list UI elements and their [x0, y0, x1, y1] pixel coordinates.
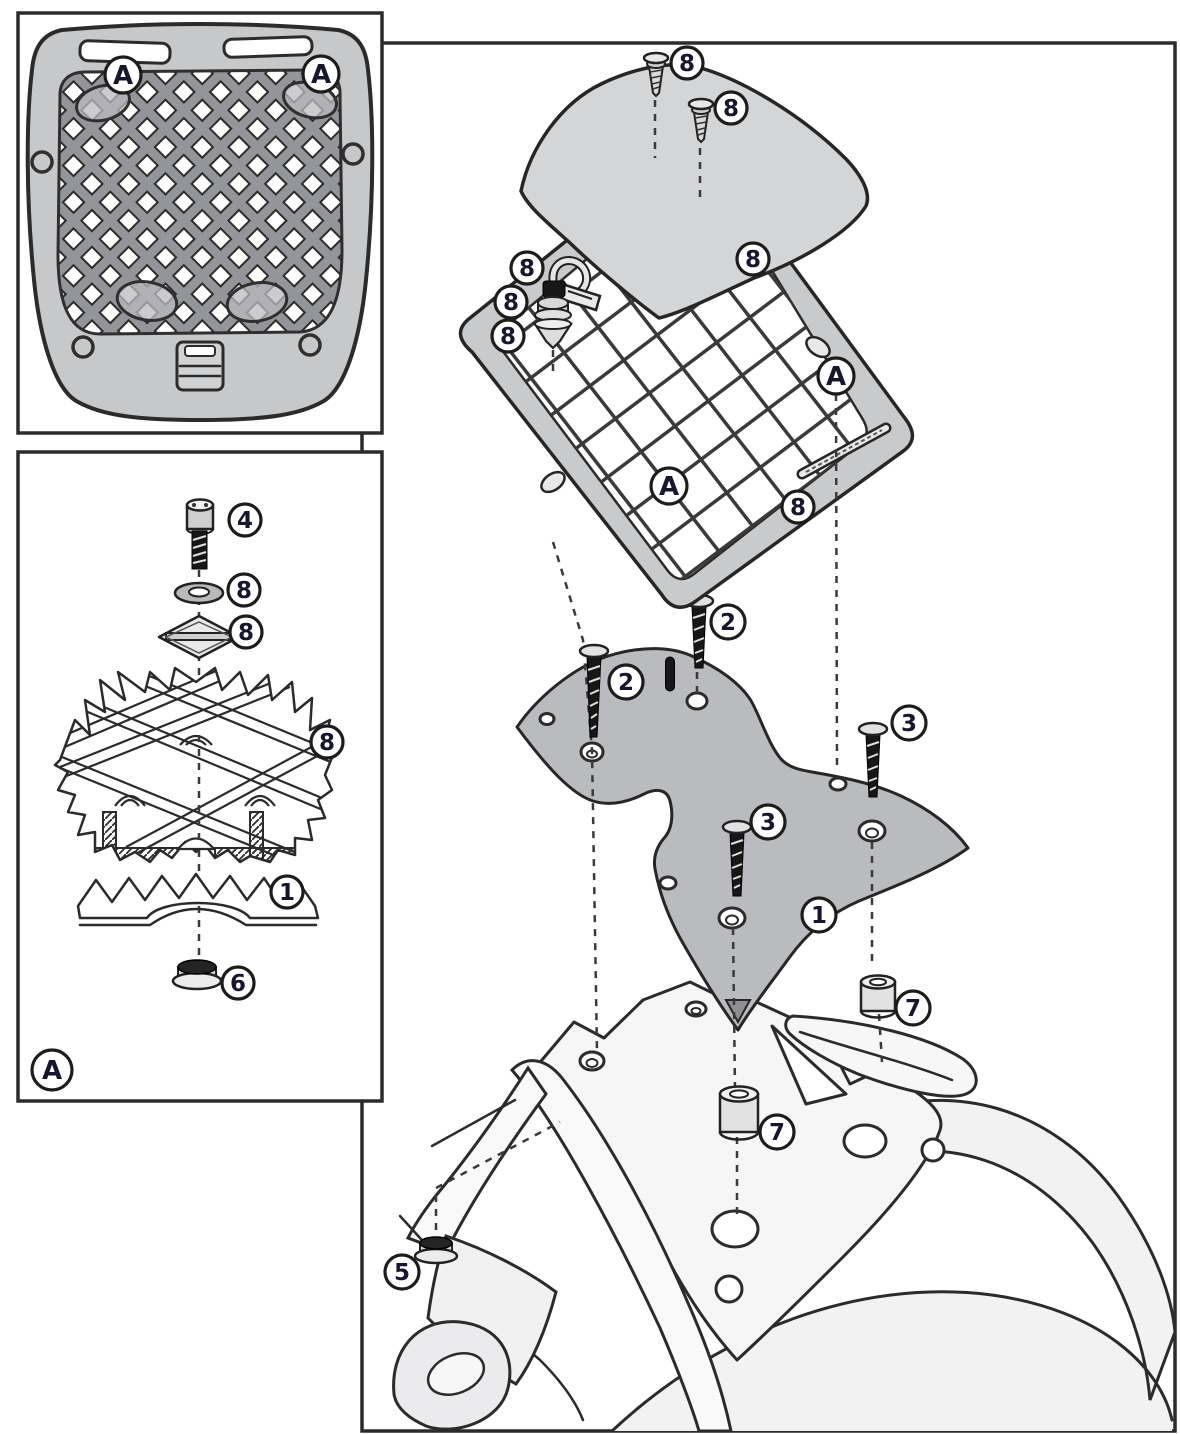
callout-7: 7: [758, 1113, 796, 1151]
base-plate-section-1: [76, 872, 320, 927]
hook-nut: [537, 296, 569, 310]
svg-text:A: A: [659, 472, 679, 502]
callout-8: 8: [780, 489, 816, 525]
spacer-bushing-7a: [859, 974, 897, 1019]
svg-text:7: 7: [769, 1120, 785, 1146]
svg-text:A: A: [826, 362, 846, 392]
frame-slot-left: [540, 470, 566, 494]
svg-text:8: 8: [790, 495, 806, 521]
tail-bodywork: [426, 1234, 558, 1386]
svg-text:8: 8: [745, 247, 761, 273]
flange-nut-6: [171, 959, 223, 991]
plate-corner-holes: [30, 142, 365, 359]
plate-latch: [175, 340, 225, 392]
svg-text:1: 1: [811, 903, 827, 929]
hook-fastener-stack: [532, 256, 602, 350]
svg-text:8: 8: [238, 620, 254, 646]
washer-8: [173, 581, 225, 605]
plate-recesses: [75, 80, 338, 323]
svg-text:A: A: [42, 1056, 62, 1086]
callout-6: 6: [220, 965, 256, 1001]
callout-8: 8: [735, 241, 771, 277]
callout-4: 4: [227, 502, 263, 538]
countersunk-screw-3a: [857, 721, 889, 798]
rear-wheel-area: [612, 1291, 1172, 1431]
svg-text:2: 2: [618, 670, 634, 696]
callout-8: 8: [228, 614, 264, 650]
callout-8: 8: [309, 724, 345, 760]
svg-text:A: A: [311, 60, 331, 90]
self-tapping-screw-top1: [642, 51, 670, 98]
callout-8: 8: [226, 572, 262, 608]
svg-text:8: 8: [500, 324, 516, 350]
callout-8: 8: [669, 45, 705, 81]
svg-text:A: A: [113, 61, 133, 91]
spacer-bushing-7b: [718, 1085, 760, 1141]
svg-text:5: 5: [394, 1260, 410, 1286]
svg-text:8: 8: [723, 96, 739, 122]
rear-fender: [836, 1098, 1177, 1401]
hook-clamp: [542, 280, 566, 298]
socket-screw-4: [185, 498, 215, 570]
svg-text:8: 8: [236, 578, 252, 604]
svg-text:2: 2: [720, 610, 736, 636]
panel-label-a: A: [30, 1048, 74, 1092]
callout-a: A: [649, 466, 689, 506]
callout-a: A: [301, 54, 341, 94]
motorcycle-rear-rack: [392, 980, 1177, 1433]
countersunk-screw-2a: [578, 643, 610, 738]
svg-text:8: 8: [503, 290, 519, 316]
mesh-cross-section-8: [53, 666, 337, 864]
callout-8: 8: [713, 90, 749, 126]
bodywork-line-1: [430, 1098, 517, 1148]
bracket-tail-tip: [724, 999, 752, 1025]
callout-8: 8: [509, 250, 545, 286]
countersunk-screw-3b: [721, 819, 753, 897]
callout-3: 3: [749, 803, 787, 841]
callout-a: A: [816, 356, 856, 396]
svg-text:7: 7: [905, 996, 921, 1022]
svg-text:8: 8: [679, 51, 695, 77]
flange-nut-5: [413, 1236, 459, 1265]
svg-text:6: 6: [230, 971, 246, 997]
plate-slot-right: [222, 35, 314, 59]
rack-platform-holes: [578, 1000, 946, 1304]
svg-text:1: 1: [279, 880, 295, 906]
cover-plate: [519, 63, 870, 320]
svg-text:4: 4: [237, 508, 253, 534]
turn-signal-lens: [426, 1352, 486, 1396]
callout-8: 8: [493, 284, 529, 320]
svg-text:3: 3: [760, 810, 776, 836]
left-rail-to-tail: [405, 1065, 548, 1254]
callout-2: 2: [709, 603, 747, 641]
callout-3: 3: [890, 704, 928, 742]
upper-dashed-lines: [551, 100, 839, 769]
frame-groove: [796, 422, 892, 480]
svg-text:8: 8: [519, 256, 535, 282]
svg-text:3: 3: [901, 711, 917, 737]
left-rail-arm: [509, 1059, 733, 1433]
callout-2: 2: [607, 663, 645, 701]
rail-opening-left: [770, 1024, 848, 1106]
alignment-pin: [665, 656, 675, 692]
bracket-holes: [538, 691, 887, 930]
self-tapping-screw-top2: [687, 97, 715, 144]
plate-top-view: [25, 22, 375, 422]
callout-7: 7: [894, 989, 932, 1027]
callout-8: 8: [490, 318, 526, 354]
callout-1: 1: [269, 874, 305, 910]
plate-mesh-top: [56, 68, 344, 336]
callout-a: A: [103, 55, 143, 95]
frame-slot-right: [805, 335, 831, 359]
callout-1: 1: [800, 896, 838, 934]
svg-text:8: 8: [319, 730, 335, 756]
bracket-screws-and-spacers: [413, 593, 897, 1265]
callout-5: 5: [383, 1253, 421, 1291]
fastener-detail-view: [53, 498, 337, 991]
alignment-dashed-lines: [434, 541, 884, 1244]
